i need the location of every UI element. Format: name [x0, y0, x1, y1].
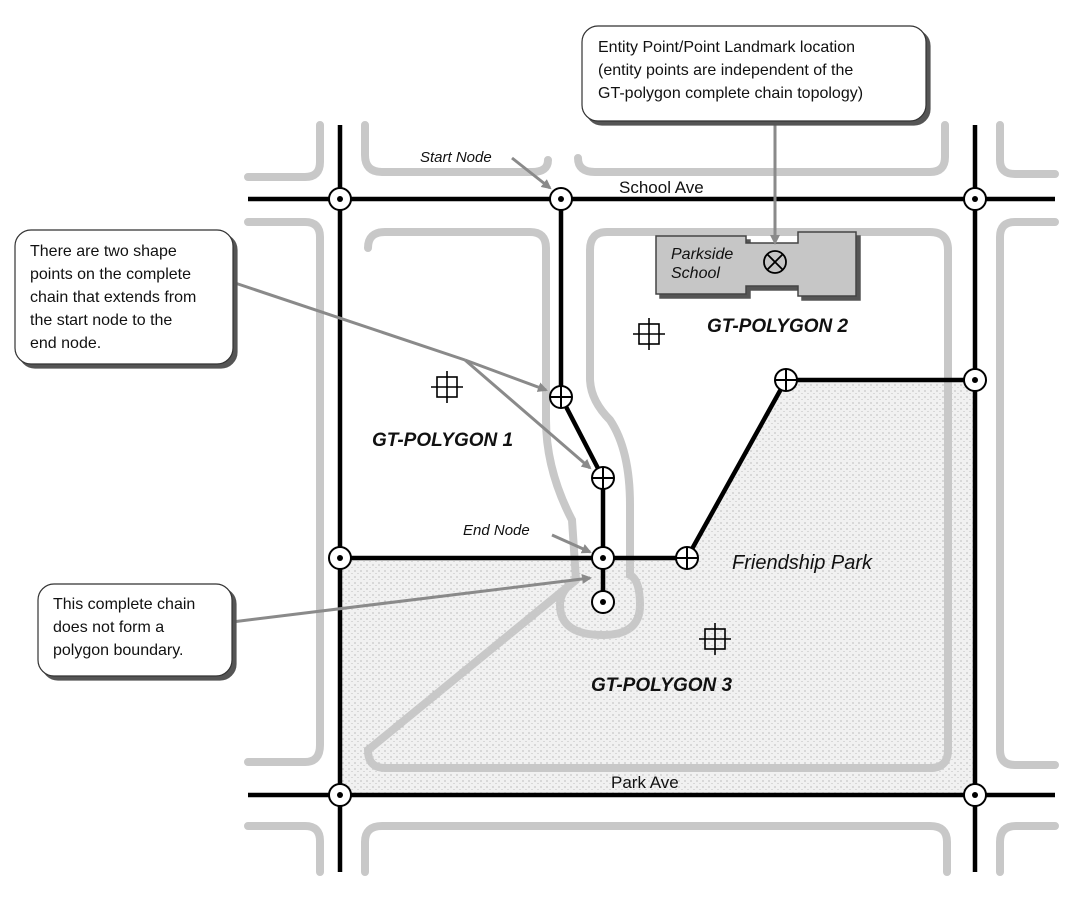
- shape-point-icon: [591, 466, 615, 490]
- node-icon: [591, 590, 615, 614]
- callout-shape-line-2: points on the complete: [30, 266, 191, 283]
- parkside-label-1: Parkside: [671, 246, 733, 263]
- gt-polygon-2-label: GT-POLYGON 2: [707, 316, 849, 337]
- road-outlines: [244, 121, 1059, 876]
- landmark-point-icon: [763, 250, 787, 274]
- parkside-label-2: School: [671, 265, 720, 282]
- shape-points: [549, 368, 798, 570]
- node-icon: [328, 187, 352, 211]
- callout-shape-line-5: end node.: [30, 335, 101, 352]
- node-icon: [328, 783, 352, 807]
- callout-entity-line-1: Entity Point/Point Landmark location: [598, 39, 855, 56]
- school-ave-label: School Ave: [619, 178, 704, 197]
- callout-shape-points: [14, 229, 234, 365]
- callout-no-boundary: [37, 583, 233, 677]
- callout-entity-line-2: (entity points are independent of the: [598, 62, 853, 79]
- shape-point-icon: [774, 368, 798, 392]
- polygon-interior-point-icon: [431, 371, 463, 403]
- end-node-label: End Node: [463, 522, 530, 539]
- parkside-school-building: [655, 231, 857, 297]
- callout-boundary-line-2: does not form a: [53, 619, 164, 636]
- node-icon: [963, 783, 987, 807]
- start-node-label: Start Node: [420, 149, 492, 166]
- callout-boundary-line-1: This complete chain: [53, 596, 195, 613]
- nodes: [328, 187, 987, 807]
- shape-point-icon: [549, 385, 573, 409]
- polygon-interior-point-icon: [699, 623, 731, 655]
- complete-chains: [248, 125, 1055, 872]
- park-ave-label: Park Ave: [611, 773, 679, 792]
- friendship-park-label: Friendship Park: [732, 552, 873, 574]
- friendship-park-area: [340, 380, 975, 795]
- callout-entity-line-3: GT-polygon complete chain topology): [598, 85, 863, 102]
- pointer-arrows: [231, 120, 780, 624]
- gt-polygon-1-label: GT-POLYGON 1: [372, 430, 513, 451]
- callout-shape-line-3: chain that extends from: [30, 289, 196, 306]
- node-icon: [591, 546, 615, 570]
- polygon-interior-point-icon: [633, 318, 665, 350]
- node-icon: [549, 187, 573, 211]
- shape-point-icon: [675, 546, 699, 570]
- polygon-interior-points: [431, 318, 731, 655]
- node-icon: [963, 368, 987, 392]
- callout-boundary-line-3: polygon boundary.: [53, 642, 183, 659]
- callout-entity-point: [581, 25, 927, 122]
- gt-polygon-3-label: GT-POLYGON 3: [591, 675, 733, 696]
- callout-shape-line-4: the start node to the: [30, 312, 172, 329]
- node-icon: [328, 546, 352, 570]
- callout-shape-line-1: There are two shape: [30, 243, 177, 260]
- node-icon: [963, 187, 987, 211]
